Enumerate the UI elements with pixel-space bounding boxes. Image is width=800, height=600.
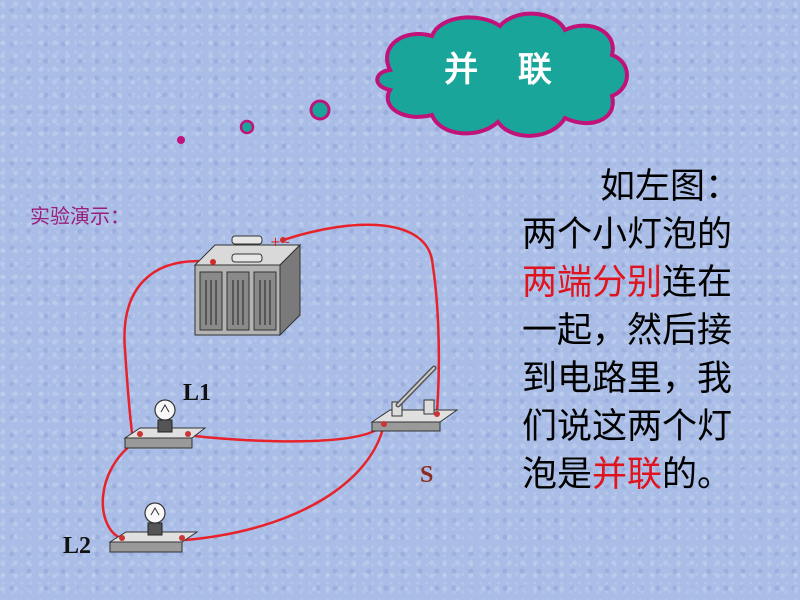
thought-dot-large bbox=[309, 99, 331, 121]
desc-line-4: 一起，然后接 bbox=[522, 311, 733, 351]
desc-highlight-both-ends: 两端分别 bbox=[522, 263, 663, 303]
battery-polarity: + - bbox=[270, 235, 290, 250]
lamp-l2-icon bbox=[108, 502, 199, 553]
thought-dot-small bbox=[177, 136, 185, 144]
description: 如左图： 两个小灯泡的 两端分别连在 一起，然后接 到电路里，我 们说这两个灯 … bbox=[522, 163, 772, 499]
wire-battery-pos-to-switch bbox=[282, 223, 441, 413]
wire-switch-to-l2 bbox=[184, 427, 385, 542]
label-l2: L2 bbox=[63, 533, 92, 559]
wire-switch-to-l1 bbox=[194, 424, 384, 443]
desc-line-7-post: 的。 bbox=[662, 455, 733, 495]
page-title: 并 联 bbox=[444, 50, 566, 90]
thought-dot-medium bbox=[239, 119, 255, 135]
wires bbox=[101, 223, 441, 542]
demo-label: 实验演示： bbox=[30, 204, 130, 228]
lamp-l1-icon bbox=[123, 399, 207, 449]
wire-l1-left-to-l2 bbox=[101, 440, 136, 540]
desc-highlight-parallel: 并联 bbox=[592, 455, 663, 495]
cloud-shape bbox=[375, 11, 629, 138]
desc-line-2: 两个小灯泡的 bbox=[522, 215, 733, 255]
desc-line-3-rest: 连在 bbox=[662, 263, 733, 303]
desc-line-1: 如左图： bbox=[600, 167, 741, 207]
desc-line-7-pre: 泡是 bbox=[522, 455, 593, 495]
desc-line-5: 到电路里，我 bbox=[522, 359, 733, 399]
desc-line-7: 泡是并联的。 bbox=[522, 451, 772, 499]
label-s: S bbox=[420, 462, 434, 488]
desc-line-6: 们说这两个灯 bbox=[522, 407, 733, 447]
switch-s-icon bbox=[370, 365, 459, 432]
wire-battery-neg-to-l1 bbox=[123, 259, 214, 441]
label-l1: L1 bbox=[183, 380, 212, 406]
desc-line-3: 两端分别连在 bbox=[522, 259, 772, 307]
battery-icon: + - bbox=[193, 235, 302, 337]
